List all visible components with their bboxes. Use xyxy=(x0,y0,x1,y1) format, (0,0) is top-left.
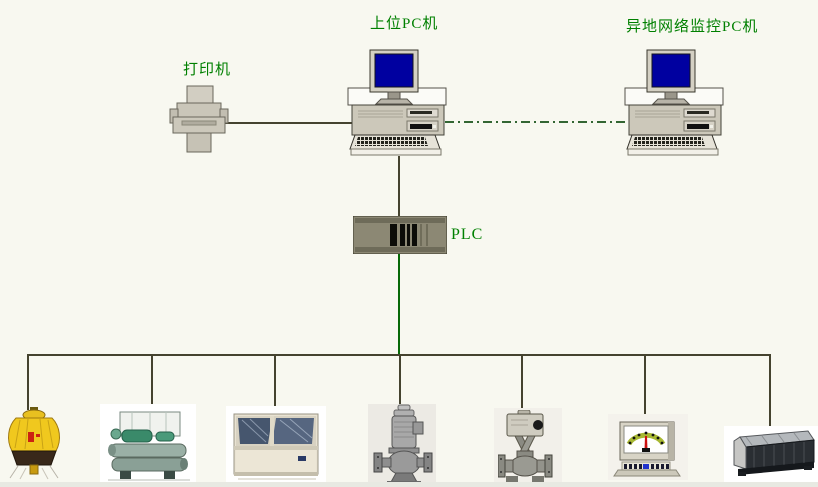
drop-line-pump xyxy=(399,354,401,409)
fan-coil-unit-icon xyxy=(733,430,815,476)
drop-line-water-chiller xyxy=(151,354,153,406)
motorized-valve-icon xyxy=(498,410,553,485)
plc-module-icon xyxy=(353,216,447,254)
remote-pc-label: 异地网络监控PC机 xyxy=(626,19,759,35)
pc-to-plc-line xyxy=(398,156,400,217)
host-pc-icon xyxy=(347,49,447,156)
drop-line-fancoil xyxy=(769,354,771,434)
host-pc-label: 上位PC机 xyxy=(370,16,439,32)
printer-to-pc-line xyxy=(225,122,353,124)
air-cooled-chiller-icon xyxy=(233,413,319,480)
cooling-tower-icon xyxy=(8,407,60,480)
water-cooled-chiller-icon xyxy=(108,411,190,481)
plc-to-bus-line xyxy=(398,253,400,355)
drop-line-meter xyxy=(644,354,646,420)
plc-label: PLC xyxy=(451,226,484,243)
remote-pc-icon xyxy=(624,49,724,156)
printer-label: 打印机 xyxy=(183,62,232,78)
pc-to-remote-dashdot-line xyxy=(445,121,629,123)
inline-pump-icon xyxy=(373,404,433,485)
drop-line-air-chiller xyxy=(274,354,276,414)
drop-line-cooling-tower xyxy=(27,354,29,410)
printer-icon xyxy=(169,85,229,153)
bottom-edge-strip xyxy=(0,482,818,487)
drop-line-valve xyxy=(521,354,523,415)
panel-meter-icon xyxy=(613,421,681,477)
